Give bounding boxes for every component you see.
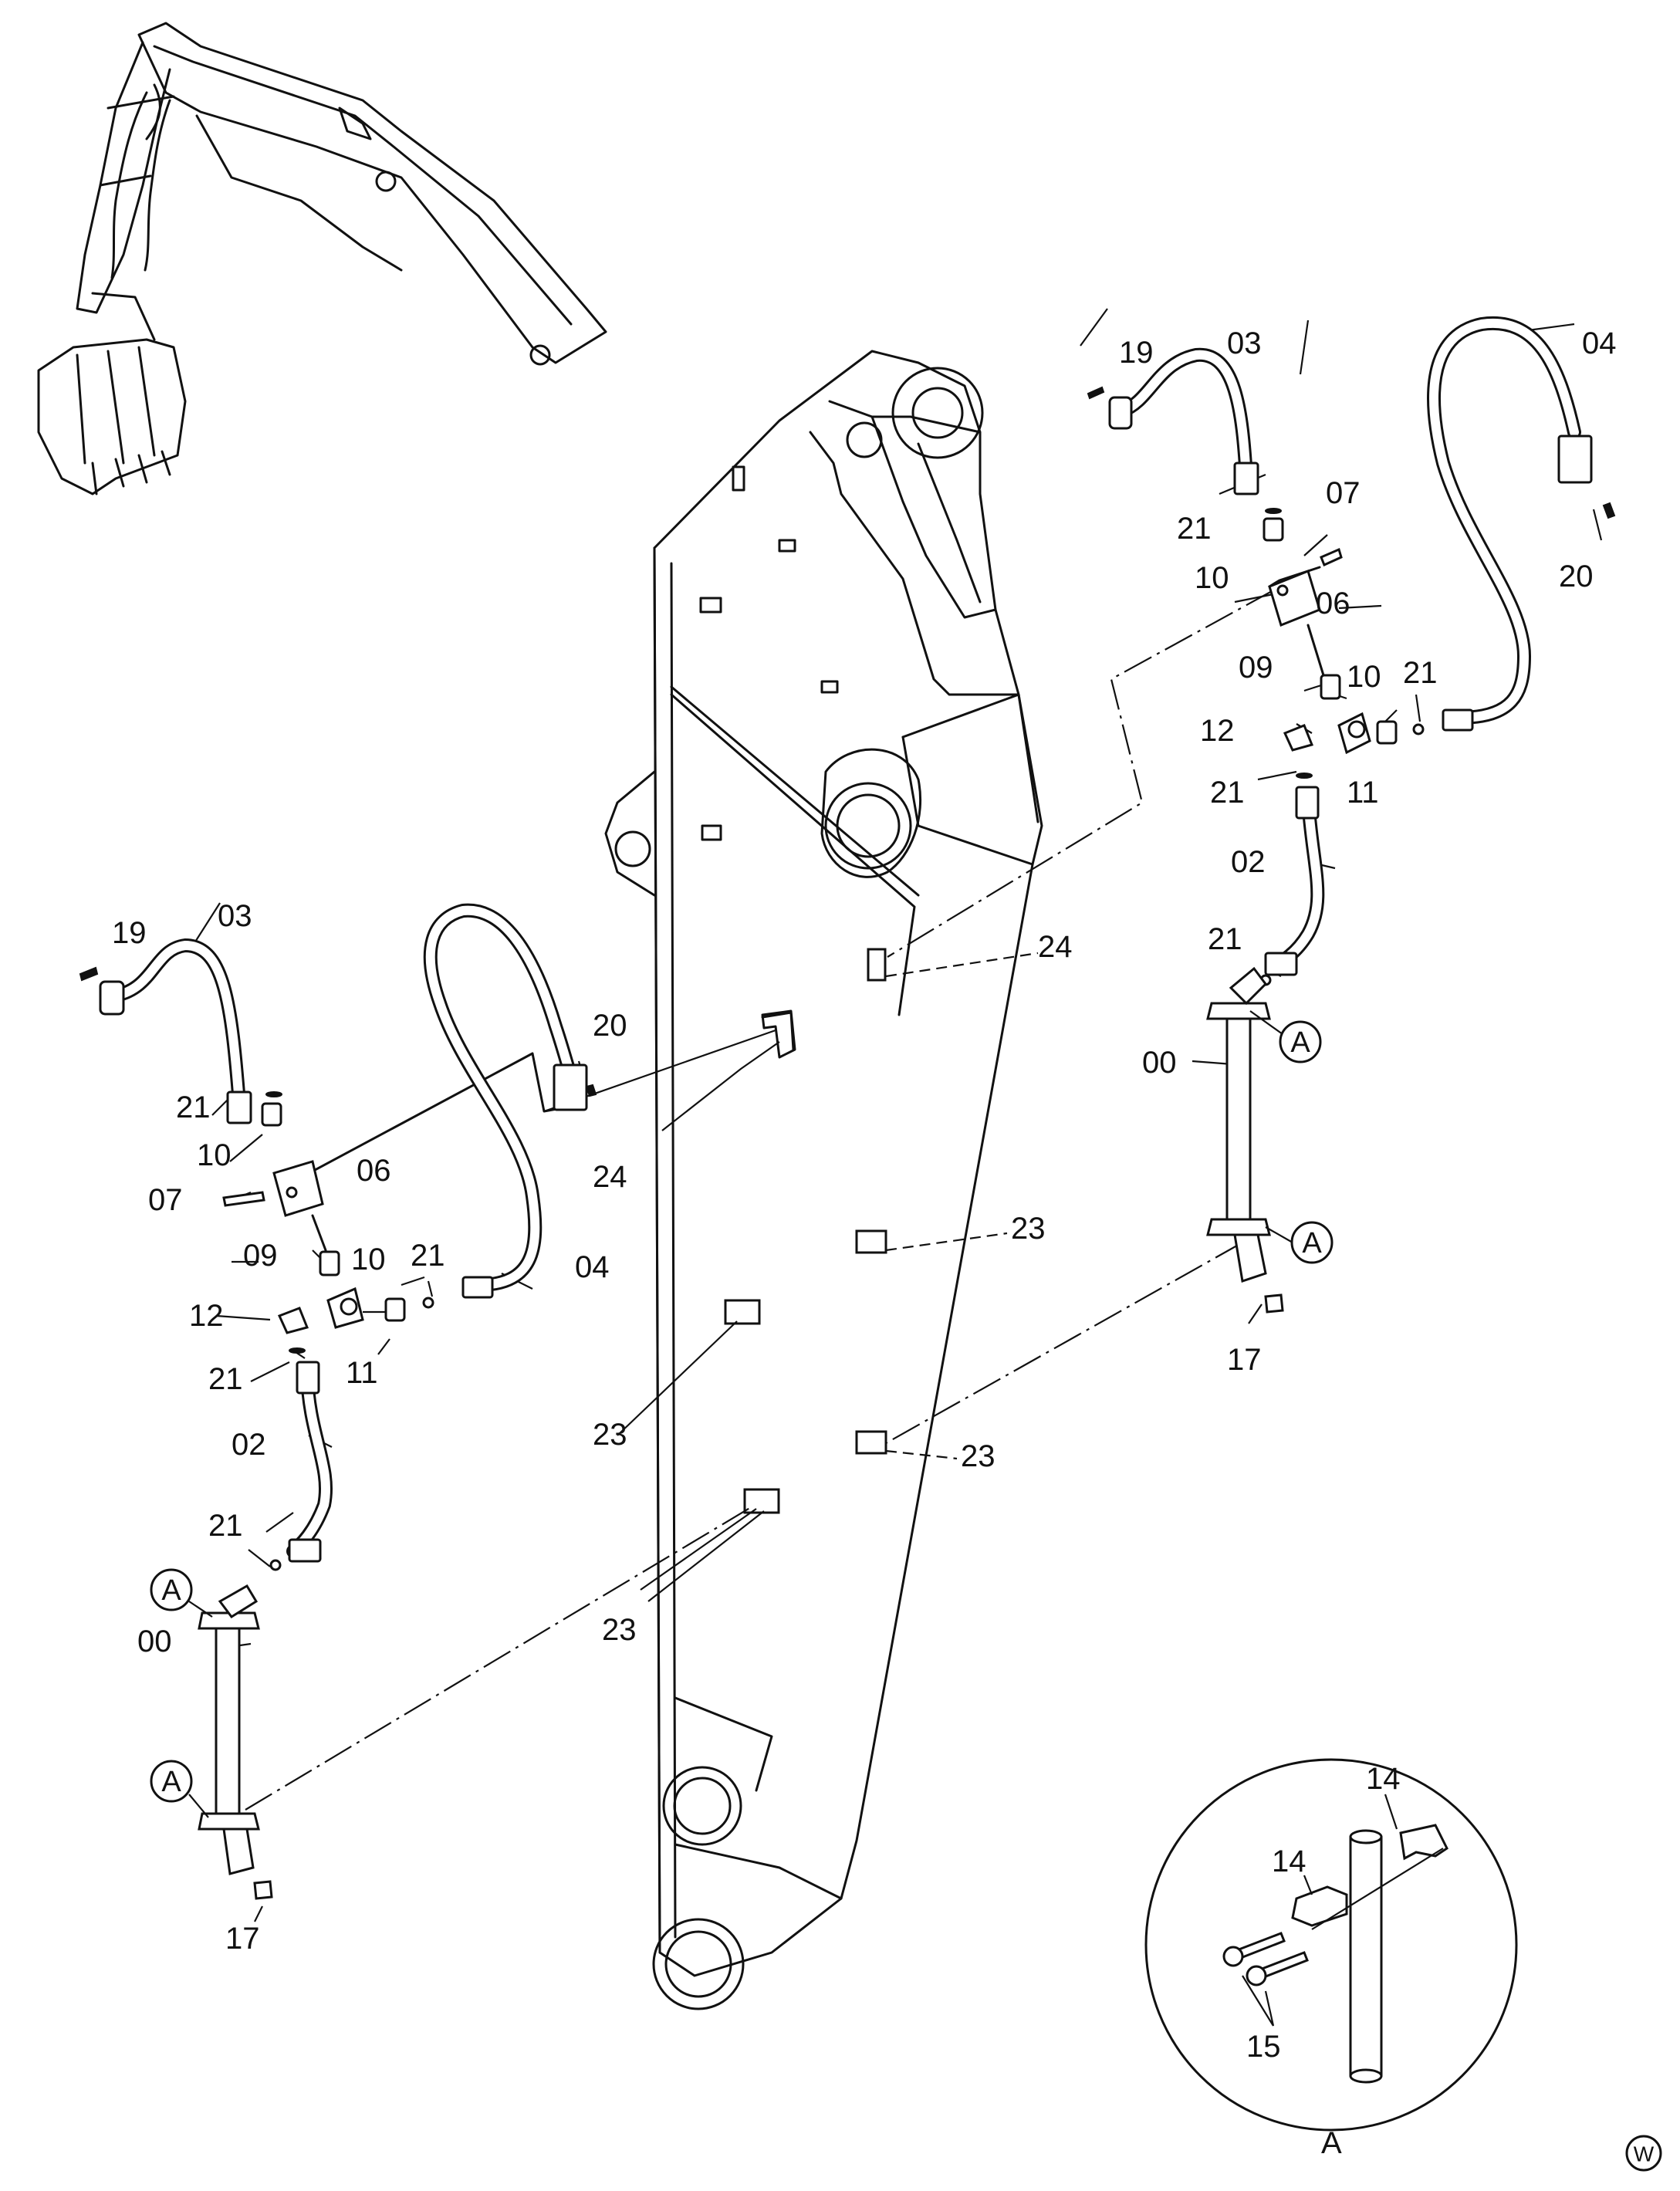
- label-24-left: 24: [593, 1160, 627, 1194]
- label-21-left-a: 21: [176, 1090, 211, 1124]
- label-04-left: 04: [575, 1250, 610, 1284]
- svg-text:A: A: [161, 1766, 181, 1798]
- label-17-right: 17: [1227, 1343, 1262, 1377]
- svg-text:W: W: [1634, 2142, 1655, 2166]
- label-07-left: 07: [148, 1183, 183, 1217]
- detail-a-title: A: [1321, 2126, 1342, 2160]
- svg-text:A: A: [1290, 1026, 1310, 1059]
- excavator-overview-illustration: [37, 22, 607, 495]
- label-00-left: 00: [137, 1625, 172, 1658]
- label-06-left: 06: [357, 1154, 391, 1188]
- label-17-left: 17: [225, 1922, 260, 1956]
- label-10-left-a: 10: [197, 1138, 232, 1172]
- label-02-left: 02: [232, 1428, 266, 1462]
- label-12-right: 12: [1200, 714, 1235, 748]
- label-21-right-a: 21: [1177, 512, 1212, 546]
- label-04-right: 04: [1582, 326, 1617, 360]
- label-21-right-b: 21: [1403, 656, 1438, 690]
- part-number-labels: 03 19 04 20 07 21 10 06 09 10 21 12 11 2…: [112, 326, 1617, 2064]
- label-14-detail-b: 14: [1272, 1844, 1306, 1878]
- boom-main-structure: [604, 350, 1043, 2010]
- label-21-left-c: 21: [208, 1362, 243, 1396]
- label-21-left-d: 21: [208, 1509, 243, 1543]
- label-10-right-a: 10: [1195, 561, 1229, 595]
- label-00-right: 00: [1142, 1046, 1177, 1080]
- label-14-detail-a: 14: [1366, 1762, 1401, 1796]
- label-20-right: 20: [1559, 560, 1594, 593]
- label-12-left: 12: [189, 1299, 224, 1333]
- label-03-left: 03: [218, 899, 252, 933]
- label-09-left: 09: [243, 1239, 278, 1273]
- callout-a-left-top: A: [150, 1568, 213, 1618]
- label-21-right-c: 21: [1210, 776, 1245, 810]
- label-15-detail: 15: [1246, 2030, 1281, 2064]
- label-06-right: 06: [1316, 587, 1350, 620]
- label-21-left-b: 21: [411, 1239, 445, 1273]
- callout-a-left-bottom: A: [150, 1760, 209, 1818]
- label-10-left-b: 10: [351, 1243, 386, 1276]
- label-20-left: 20: [593, 1009, 627, 1043]
- label-19-right: 19: [1119, 336, 1154, 370]
- label-23-right-a: 23: [1011, 1212, 1046, 1246]
- leader-lines: [192, 308, 1603, 1922]
- label-10-right-b: 10: [1347, 660, 1381, 694]
- callout-markers: A A A A A: [150, 1010, 1342, 2160]
- label-21-right-d: 21: [1208, 922, 1242, 956]
- label-02-right: 02: [1231, 845, 1266, 879]
- label-07-right: 07: [1326, 476, 1361, 510]
- label-24-right: 24: [1038, 930, 1073, 964]
- label-03-right: 03: [1227, 326, 1262, 360]
- label-11-left: 11: [346, 1356, 378, 1390]
- right-piping-assembly: [1087, 316, 1616, 1314]
- corner-mark: W: [1625, 2135, 1662, 2172]
- label-23-right-b: 23: [961, 1439, 995, 1473]
- left-piping-assembly: [79, 903, 597, 1900]
- label-09-right: 09: [1239, 651, 1273, 685]
- svg-text:A: A: [1302, 1227, 1322, 1259]
- callout-a-right-bottom: A: [1265, 1221, 1334, 1264]
- label-11-right: 11: [1347, 776, 1379, 810]
- detail-a-view: [1144, 1758, 1518, 2132]
- label-23-left-b: 23: [602, 1613, 637, 1647]
- label-19-left: 19: [112, 916, 147, 950]
- callout-a-right-top: A: [1249, 1010, 1322, 1063]
- svg-text:A: A: [161, 1574, 181, 1607]
- label-23-left-a: 23: [593, 1418, 627, 1452]
